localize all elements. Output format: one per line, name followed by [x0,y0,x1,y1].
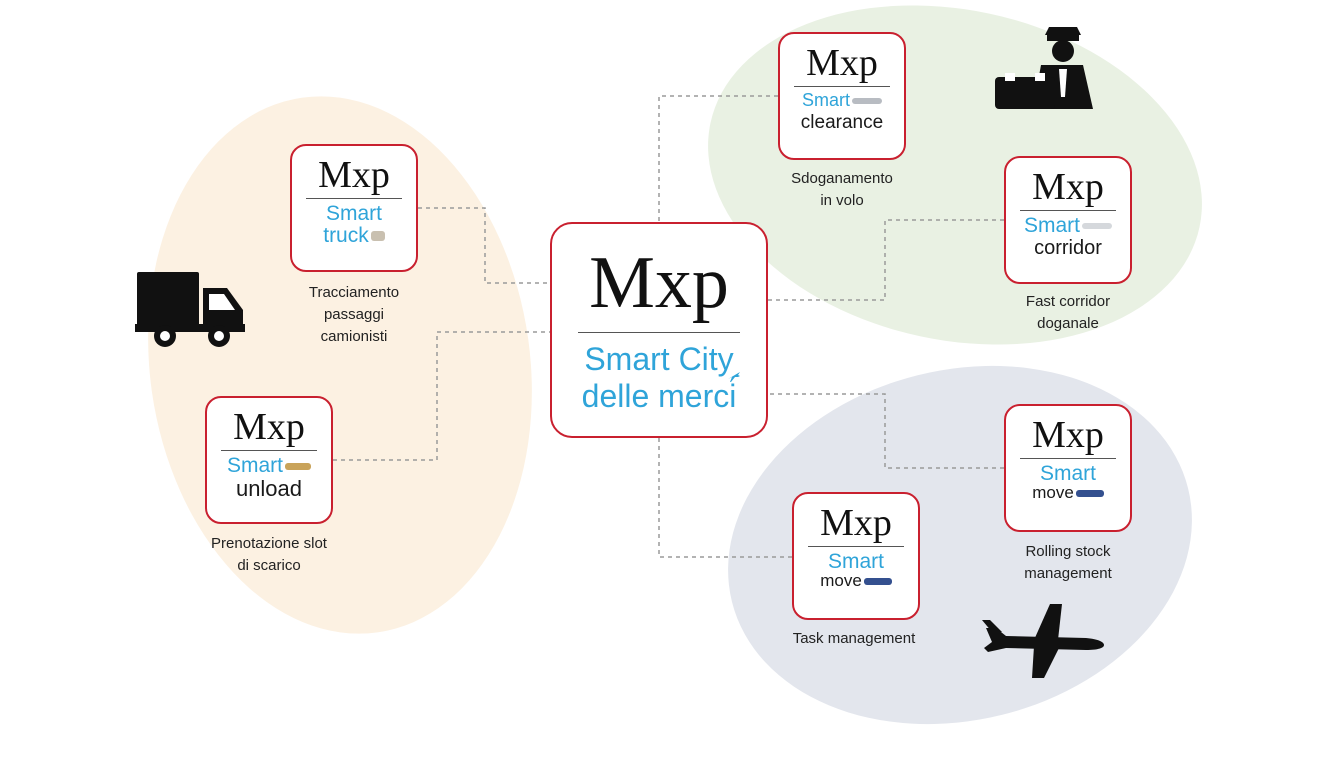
caption-line: passaggi [323,305,385,323]
connector-lines [333,95,1004,558]
caption-smart-clearance: Sdoganamento in volo [762,168,922,212]
plane-mini-icon [1082,223,1112,230]
caption-line: Sdoganamento [791,170,893,187]
connector-move2 [658,438,792,558]
caption-smart-truck: Tracciamento passaggi camionisti [274,282,434,347]
card-smart: Smart [226,454,283,477]
card-subtitle: clearance [800,112,884,133]
center-title-line1: Smart City [584,341,734,377]
connector-clearance [658,95,778,222]
connector-truck [418,207,550,284]
card-logo: Mxp [233,406,305,448]
card-logo: Mxp [806,42,878,84]
connector-unload [333,331,550,461]
caption-line: Fast corridor [1025,293,1111,310]
logo-divider [807,546,905,547]
card-subtitle: truck [323,224,369,247]
card-smart-move-task[interactable]: Mxp Smart move [792,492,920,620]
platform-mini-icon [1075,490,1104,498]
card-smart: Smart [801,90,850,110]
caption-smart-corridor: Fast corridor doganale [988,291,1148,335]
caption-line: Rolling stock [1025,543,1111,560]
plane-mini-icon [852,98,882,105]
card-logo: Mxp [1032,166,1104,208]
customs-officer-icon [995,27,1093,109]
caption-line: in volo [820,191,864,209]
caption-line: Tracciamento [308,284,400,301]
card-smart-clearance[interactable]: Mxp Smart clearance [778,32,906,160]
card-smart-corridor[interactable]: Mxp Smart corridor [1004,156,1132,284]
logo-divider [220,450,318,451]
card-logo: Mxp [1032,414,1104,456]
card-smart-truck[interactable]: Mxp Smart truck [290,144,418,272]
caption-smart-move-task: Task management [774,628,934,650]
caption-line: Task management [792,630,916,647]
platform-mini-icon [863,578,892,586]
caption-line: Prenotazione slot [211,535,327,552]
card-smart-unload[interactable]: Mxp Smart unload [205,396,333,524]
caption-line: camionisti [320,327,388,345]
caption-smart-move-rolling: Rolling stock management [988,541,1148,585]
pallet-mini-icon [285,462,311,470]
airplane-icon [982,604,1104,678]
plane-mark-icon [728,372,741,382]
logo-divider [793,86,891,87]
card-subtitle: unload [235,476,303,501]
card-subtitle: move [1032,483,1074,502]
card-subtitle: move [820,571,862,590]
logo-divider [577,332,741,333]
center-title-line2: delle merci [581,377,737,414]
card-smart: Smart [827,550,884,573]
connector-corridor [768,219,1004,301]
card-subtitle: corridor [1034,237,1102,259]
truck-mini-icon [370,231,385,242]
connector-move1 [768,393,1004,469]
card-smart: Smart [1023,214,1080,237]
truck-icon [135,272,245,347]
logo-divider [1019,210,1117,211]
center-logo: Mxp [589,242,729,324]
caption-line: doganale [1037,314,1099,332]
caption-line: di scarico [237,556,301,574]
card-smart-move-rolling[interactable]: Mxp Smart move [1004,404,1132,532]
card-smart: Smart [325,202,382,225]
caption-smart-unload: Prenotazione slot di scarico [189,533,349,577]
caption-line: management [1024,564,1112,582]
logo-divider [1019,458,1117,459]
card-logo: Mxp [820,502,892,544]
logo-divider [305,198,403,199]
card-logo: Mxp [318,154,390,196]
center-card[interactable]: Mxp Smart City delle merci [550,222,768,438]
card-smart: Smart [1039,462,1096,485]
